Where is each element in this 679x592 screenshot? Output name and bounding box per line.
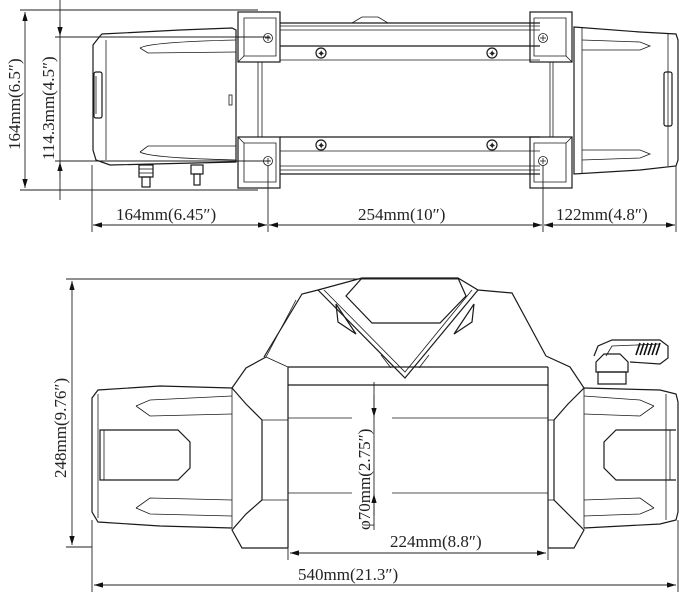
svg-text:✦: ✦ — [317, 49, 325, 60]
label-left-motor-length: 164mm(6.45″) — [116, 205, 216, 224]
left-mount-bracket — [237, 11, 281, 189]
label-right-length: 122mm(4.8″) — [556, 205, 648, 224]
svg-text:✦: ✦ — [317, 141, 325, 152]
left-motor-end — [91, 385, 233, 529]
svg-text:✦: ✦ — [488, 49, 496, 60]
left-motor-housing — [92, 27, 237, 188]
drum-rails: ✦ ✦ ✦ ✦ — [280, 16, 540, 175]
label-mount-spacing: 254mm(10″) — [358, 205, 445, 224]
label-drum-diameter: φ70mm(2.75″) — [355, 429, 374, 530]
top-view: ✦ ✦ ✦ ✦ — [20, 0, 679, 232]
label-mount-height: 114.3mm(4.5″) — [39, 56, 58, 160]
front-view — [66, 277, 679, 592]
label-drum-length: 224mm(8.8″) — [390, 532, 482, 551]
top-cover — [263, 277, 547, 379]
label-overall-length: 540mm(21.3″) — [298, 565, 398, 584]
svg-text:✦: ✦ — [488, 141, 496, 152]
lever-grip — [635, 342, 661, 356]
label-overall-height-front: 248mm(9.76″) — [51, 378, 70, 478]
right-gearbox-end — [583, 387, 679, 529]
drum — [287, 366, 549, 548]
left-end-bracket — [231, 356, 289, 549]
label-overall-height-top: 164mm(6.5″) — [5, 58, 24, 150]
clutch-lever — [593, 339, 669, 385]
right-mount-bracket — [529, 11, 573, 189]
right-gearbox-housing — [573, 26, 679, 175]
right-end-bracket — [545, 355, 585, 549]
